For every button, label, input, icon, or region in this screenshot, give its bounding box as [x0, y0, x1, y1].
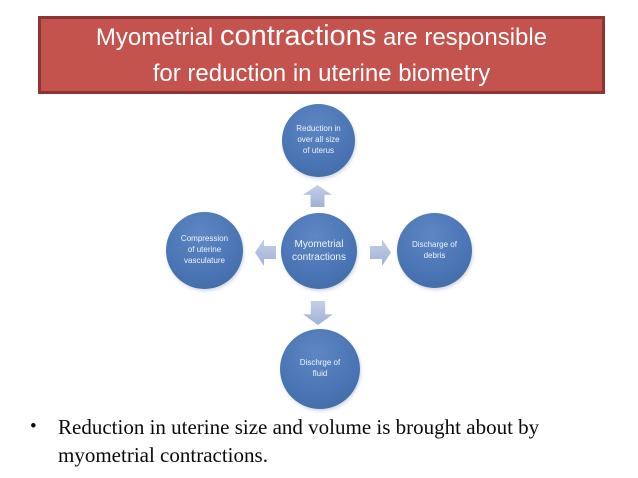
title-line1-pre: Myometrial: [95, 24, 214, 51]
diagram-node-bottom: Dischrge of fluid: [280, 329, 360, 409]
title-line-1: Myometrial contractions are responsible: [96, 18, 547, 56]
arrow-left-icon: [255, 239, 276, 266]
arrow-down-icon: [303, 301, 333, 325]
bullet-marker: •: [30, 416, 37, 437]
bullet-text: Reduction in uterine size and volume is …: [58, 415, 540, 467]
slide-title-banner: Myometrial contractions are responsible …: [38, 16, 605, 94]
diagram-node-center: Myometrial contractions: [281, 213, 357, 289]
title-line1-post: are responsible: [382, 24, 548, 51]
diagram-node-top: Reduction in over all size of uterus: [282, 104, 355, 177]
bullet-point: • Reduction in uterine size and volume i…: [30, 413, 608, 469]
title-line-2: for reduction in uterine biometry: [152, 60, 491, 87]
arrow-right-icon: [370, 239, 391, 266]
arrow-up-icon: [303, 185, 332, 207]
diagram-node-right: Discharge of debris: [397, 213, 472, 288]
diagram-node-left: Compression of uterine vasculature: [166, 212, 243, 289]
title-line1-emphasis: contractions: [219, 20, 377, 52]
